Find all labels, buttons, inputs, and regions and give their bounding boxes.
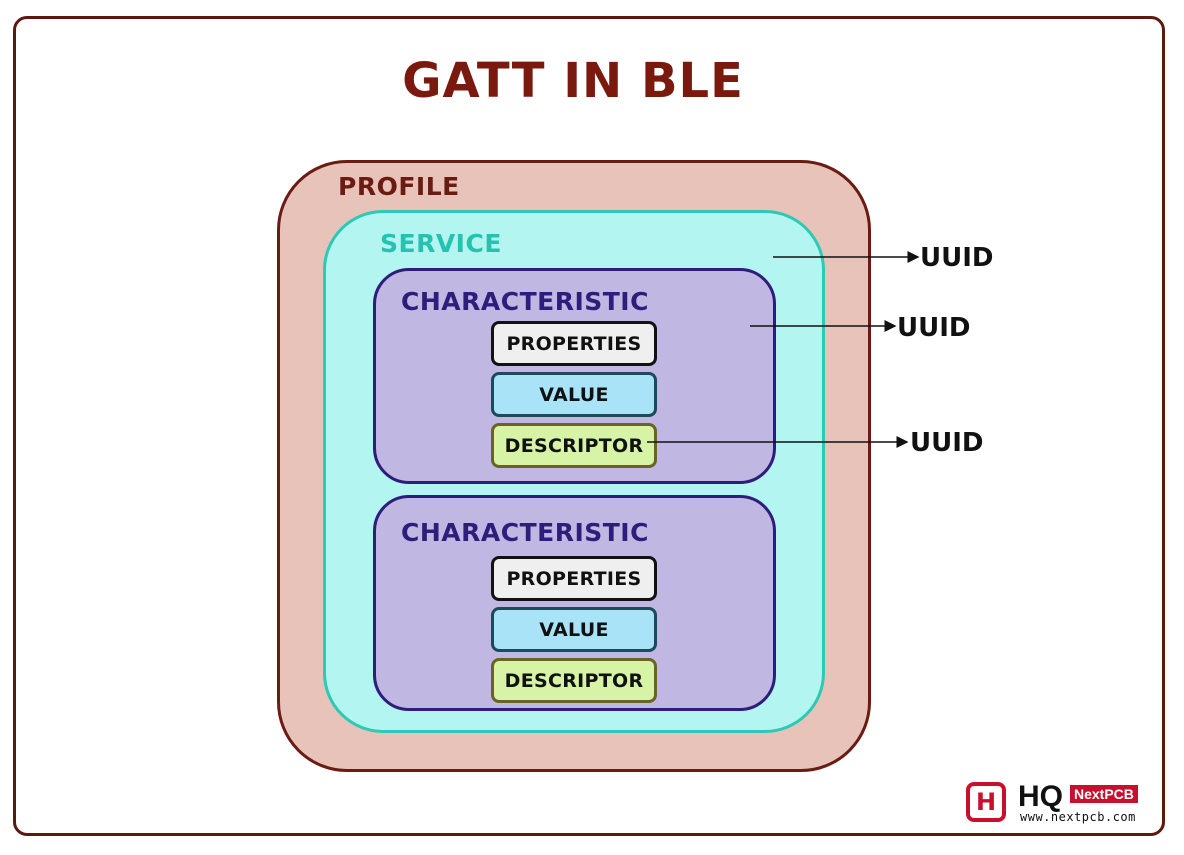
diagram-title: GATT IN BLE [402, 53, 744, 109]
logo-mark-icon: H [966, 782, 1006, 822]
logo-badge: NextPCB [1070, 785, 1138, 803]
profile-label: PROFILE [338, 172, 460, 201]
logo-brand: HQ [1018, 780, 1063, 813]
descriptor-box-2: DESCRIPTOR [491, 658, 657, 703]
properties-box-1: PROPERTIES [491, 321, 657, 366]
nextpcb-logo: H HQ NextPCB www.nextpcb.com [966, 780, 1156, 826]
uuid-label-descriptor: UUID [910, 428, 984, 458]
uuid-label-service: UUID [920, 243, 994, 273]
properties-box-2: PROPERTIES [491, 556, 657, 601]
descriptor-box-1: DESCRIPTOR [491, 423, 657, 468]
service-label: SERVICE [380, 229, 502, 258]
logo-url: www.nextpcb.com [1020, 810, 1136, 824]
value-box-1: VALUE [491, 372, 657, 417]
characteristic-label-2: CHARACTERISTIC [401, 518, 649, 547]
uuid-label-characteristic: UUID [897, 313, 971, 343]
value-box-2: VALUE [491, 607, 657, 652]
characteristic-label-1: CHARACTERISTIC [401, 287, 649, 316]
